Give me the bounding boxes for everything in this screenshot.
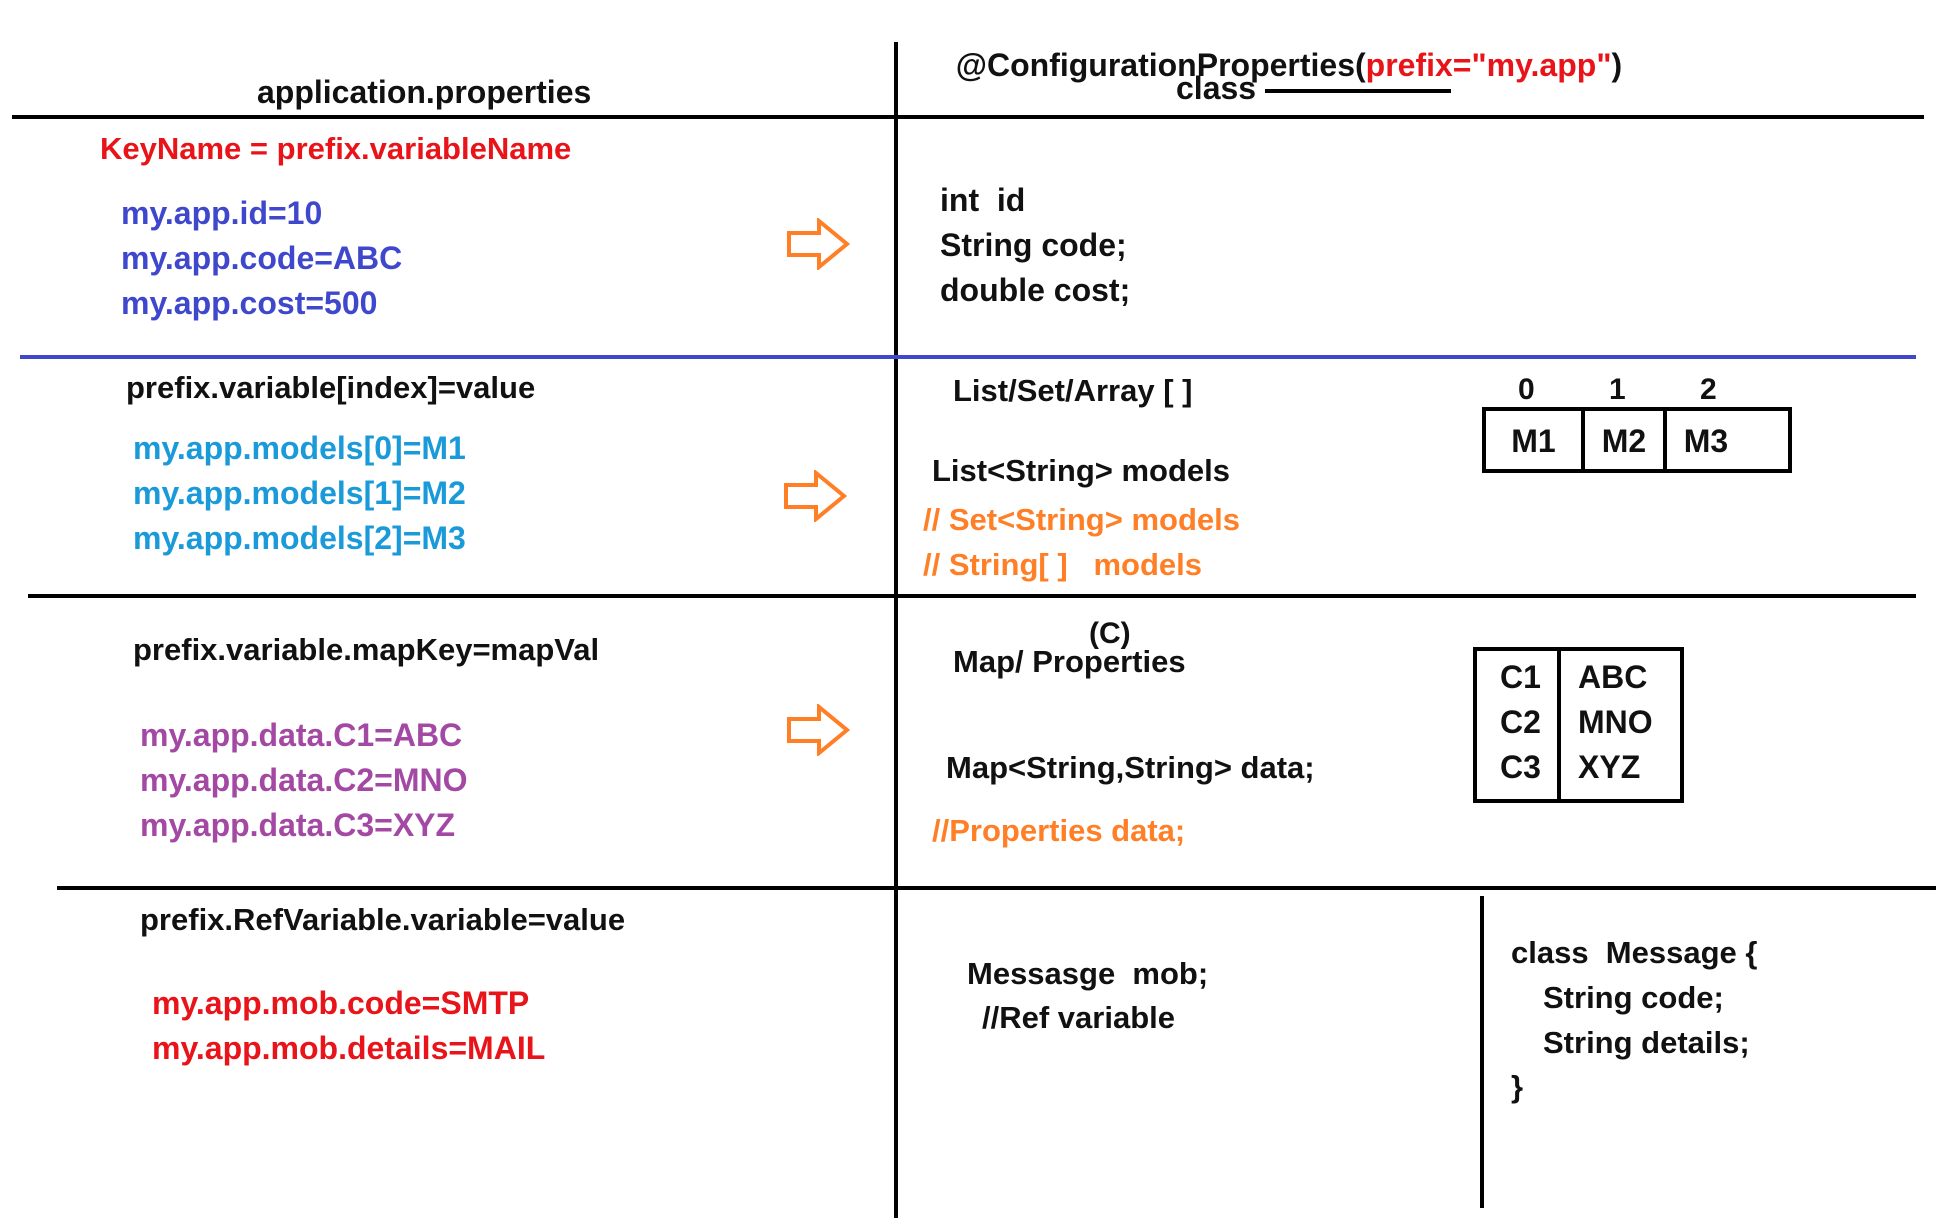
section2-comment-1: // String[ ] models	[923, 547, 1203, 582]
center-divider	[894, 42, 898, 1218]
properties-column-title: application.properties	[257, 74, 592, 110]
section4-rule: prefix.RefVariable.variable=value	[140, 902, 626, 937]
section4-prop-0: my.app.mob.code=SMTP	[152, 985, 530, 1021]
class-def-line-0: class Message {	[1511, 935, 1758, 970]
section4-prop-1: my.app.mob.details=MAIL	[152, 1030, 546, 1066]
section2-prop-2: my.app.models[2]=M3	[133, 520, 466, 556]
class-def-line-2: String details;	[1543, 1025, 1750, 1060]
section2-prop-0: my.app.models[0]=M1	[133, 430, 466, 466]
section2-type-label: List/Set/Array [ ]	[953, 373, 1193, 408]
section2-divider	[28, 594, 1916, 598]
map-key-0: C1	[1500, 659, 1541, 695]
section4-field-comment: //Ref variable	[982, 1000, 1175, 1035]
right-arrow-icon	[787, 704, 850, 756]
array-cell-divider	[1663, 407, 1667, 473]
array-cell-0: M1	[1511, 423, 1556, 459]
map-key-1: C2	[1500, 704, 1541, 740]
section3-rule: prefix.variable.mapKey=mapVal	[133, 632, 600, 667]
class-label: class	[1176, 70, 1257, 106]
section2-comment-0: // Set<String> models	[923, 502, 1240, 537]
header-divider	[12, 115, 1924, 119]
map-value-1: MNO	[1578, 704, 1653, 740]
section3-type-label: Map/ Properties	[953, 644, 1186, 679]
section1-prop-0: my.app.id=10	[121, 195, 323, 231]
map-box	[1473, 647, 1684, 803]
section3-comment: //Properties data;	[932, 813, 1186, 848]
configuration-annotation: @ConfigurationProperties(prefix="my.app"…	[938, 17, 1622, 81]
class-underline	[1265, 89, 1451, 93]
section3-prop-1: my.app.data.C2=MNO	[140, 762, 468, 798]
section4-field: Messasge mob;	[967, 956, 1209, 991]
section3-divider	[57, 886, 1936, 890]
annotation-prefix-arg: prefix="my.app"	[1365, 47, 1612, 83]
section3-field: Map<String,String> data;	[946, 750, 1315, 785]
section4-inner-divider	[1480, 896, 1484, 1208]
section3-prop-0: my.app.data.C1=ABC	[140, 717, 463, 753]
section2-rule: prefix.variable[index]=value	[126, 370, 536, 405]
array-box	[1482, 407, 1792, 473]
map-value-0: ABC	[1578, 659, 1648, 695]
class-def-line-1: String code;	[1543, 980, 1724, 1015]
map-column-divider	[1557, 647, 1561, 803]
array-cell-1: M2	[1601, 423, 1647, 459]
annotation-name: @ConfigurationProperties(	[955, 47, 1366, 83]
section2-prop-1: my.app.models[1]=M2	[133, 475, 466, 511]
section1-divider	[20, 355, 1916, 359]
section1-prop-2: my.app.cost=500	[121, 285, 378, 321]
section2-field: List<String> models	[932, 453, 1231, 488]
section1-field-2: double cost;	[940, 272, 1131, 308]
array-index-1: 1	[1609, 373, 1626, 406]
array-cell-2: M3	[1683, 423, 1729, 459]
section3-prop-2: my.app.data.C3=XYZ	[140, 807, 456, 843]
array-index-0: 0	[1518, 373, 1535, 406]
annotation-close: )	[1611, 47, 1623, 83]
right-arrow-icon	[784, 470, 847, 522]
section1-field-1: String code;	[940, 227, 1127, 263]
section1-rule: KeyName = prefix.variableName	[100, 131, 572, 166]
section1-prop-1: my.app.code=ABC	[121, 240, 403, 276]
section1-field-0: int id	[940, 182, 1026, 218]
array-index-2: 2	[1700, 373, 1717, 406]
class-def-line-3: }	[1511, 1069, 1524, 1104]
array-cell-divider	[1581, 407, 1585, 473]
right-arrow-icon	[787, 218, 850, 270]
section3-type-marker: (C)	[1089, 617, 1131, 650]
map-value-2: XYZ	[1578, 749, 1641, 785]
map-key-2: C3	[1500, 749, 1541, 785]
